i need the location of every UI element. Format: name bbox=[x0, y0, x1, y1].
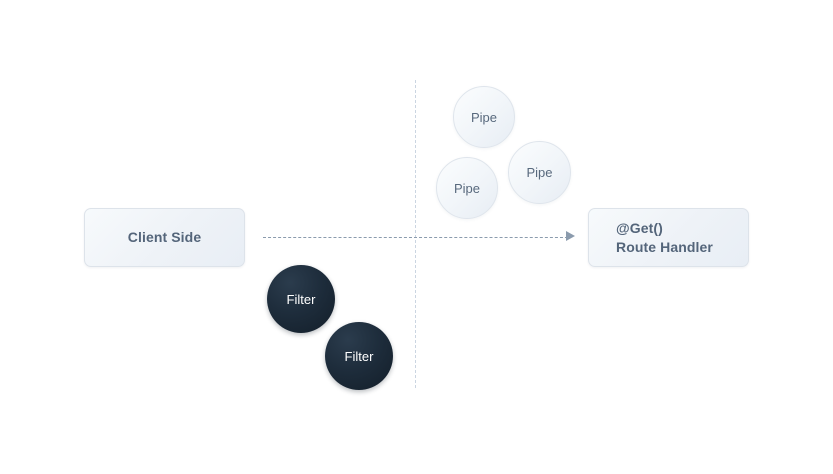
route-handler-label: @Get() Route Handler bbox=[616, 219, 713, 255]
filter-node-1[interactable]: Filter bbox=[267, 265, 335, 333]
client-side-box[interactable]: Client Side bbox=[84, 208, 245, 267]
pipe-label-3: Pipe bbox=[526, 165, 553, 180]
pipe-node-2[interactable]: Pipe bbox=[436, 157, 498, 219]
pipe-label-2: Pipe bbox=[453, 180, 481, 196]
filter-label-1: Filter bbox=[286, 291, 316, 307]
pipe-node-3[interactable]: Pipe bbox=[508, 141, 571, 204]
request-flow-arrow-head-icon bbox=[566, 231, 575, 241]
filter-label-2: Filter bbox=[344, 348, 374, 364]
pipe-node-1[interactable]: Pipe bbox=[453, 86, 515, 148]
route-handler-box[interactable]: @Get() Route Handler bbox=[588, 208, 749, 267]
vertical-divider-line bbox=[415, 80, 416, 388]
client-side-label: Client Side bbox=[127, 229, 202, 245]
request-flow-arrow-line bbox=[263, 237, 568, 238]
pipe-label-1: Pipe bbox=[470, 109, 498, 125]
filter-node-2[interactable]: Filter bbox=[325, 322, 393, 390]
